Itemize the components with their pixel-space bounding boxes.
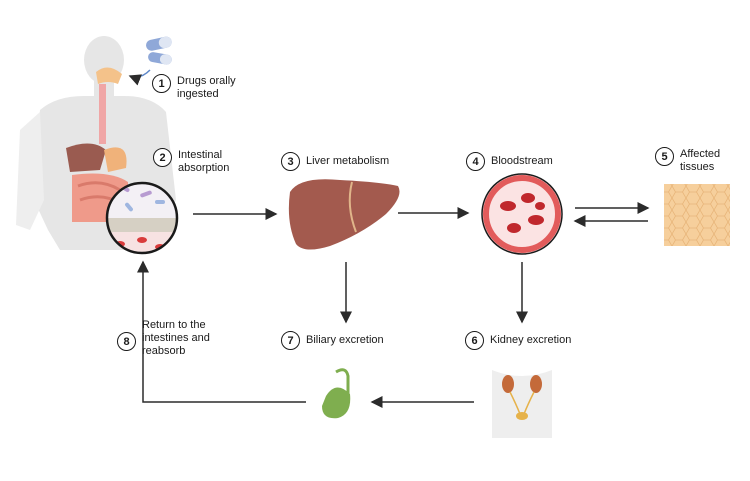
step-number-badge: 5 — [655, 147, 674, 166]
label-line: Drugs orally — [177, 75, 236, 87]
step-2: 2 Intestinal absorption — [153, 148, 229, 175]
liver-icon — [288, 179, 400, 250]
step-number-badge: 1 — [152, 74, 171, 93]
flow-arrows — [137, 202, 650, 408]
tissue-icon — [664, 184, 730, 246]
label-line: Return to the — [142, 319, 206, 331]
step-5: 5 Affected tissues — [655, 147, 720, 174]
bloodstream-icon — [481, 173, 563, 255]
step-label: Drugs orally ingested — [177, 74, 236, 101]
step-number-badge: 6 — [465, 331, 484, 350]
step-label: Bloodstream — [491, 152, 553, 168]
step-label: Return to the intestines and reabsorb — [142, 318, 210, 358]
step-label: Affected tissues — [680, 147, 720, 174]
label-line: absorption — [178, 162, 230, 174]
step-label: Kidney excretion — [490, 331, 571, 347]
step-label: Biliary excretion — [306, 331, 384, 347]
step-label: Liver metabolism — [306, 152, 389, 168]
step-6: 6 Kidney excretion — [465, 331, 571, 350]
label-line: Biliary excretion — [306, 334, 384, 346]
step-number-badge: 3 — [281, 152, 300, 171]
step-8: 8 Return to the intestines and reabsorb — [117, 318, 210, 358]
label-line: Liver metabolism — [306, 155, 390, 167]
step-label: Intestinal absorption — [178, 148, 229, 175]
gallbladder-icon — [322, 368, 351, 419]
ingest-arrow — [128, 69, 151, 86]
label-line: intestines and — [142, 332, 210, 344]
arrow-return-to-intestine — [137, 260, 306, 403]
label-line: Affected — [680, 148, 721, 160]
label-line: Kidney excretion — [490, 334, 572, 346]
step-3: 3 Liver metabolism — [281, 152, 389, 171]
label-line: Bloodstream — [491, 155, 553, 167]
step-number-badge: 2 — [153, 148, 172, 167]
step-number-badge: 8 — [117, 332, 136, 351]
step-number-badge: 7 — [281, 331, 300, 350]
kidney-icon — [492, 370, 552, 438]
pills-icon — [146, 36, 172, 65]
step-number-badge: 4 — [466, 152, 485, 171]
label-line: tissues — [680, 161, 715, 173]
step-1: 1 Drugs orally ingested — [152, 74, 236, 101]
step-4: 4 Bloodstream — [466, 152, 553, 171]
label-line: reabsorb — [142, 345, 186, 357]
step-7: 7 Biliary excretion — [281, 331, 384, 350]
label-line: ingested — [177, 88, 219, 100]
label-line: Intestinal — [178, 149, 223, 161]
